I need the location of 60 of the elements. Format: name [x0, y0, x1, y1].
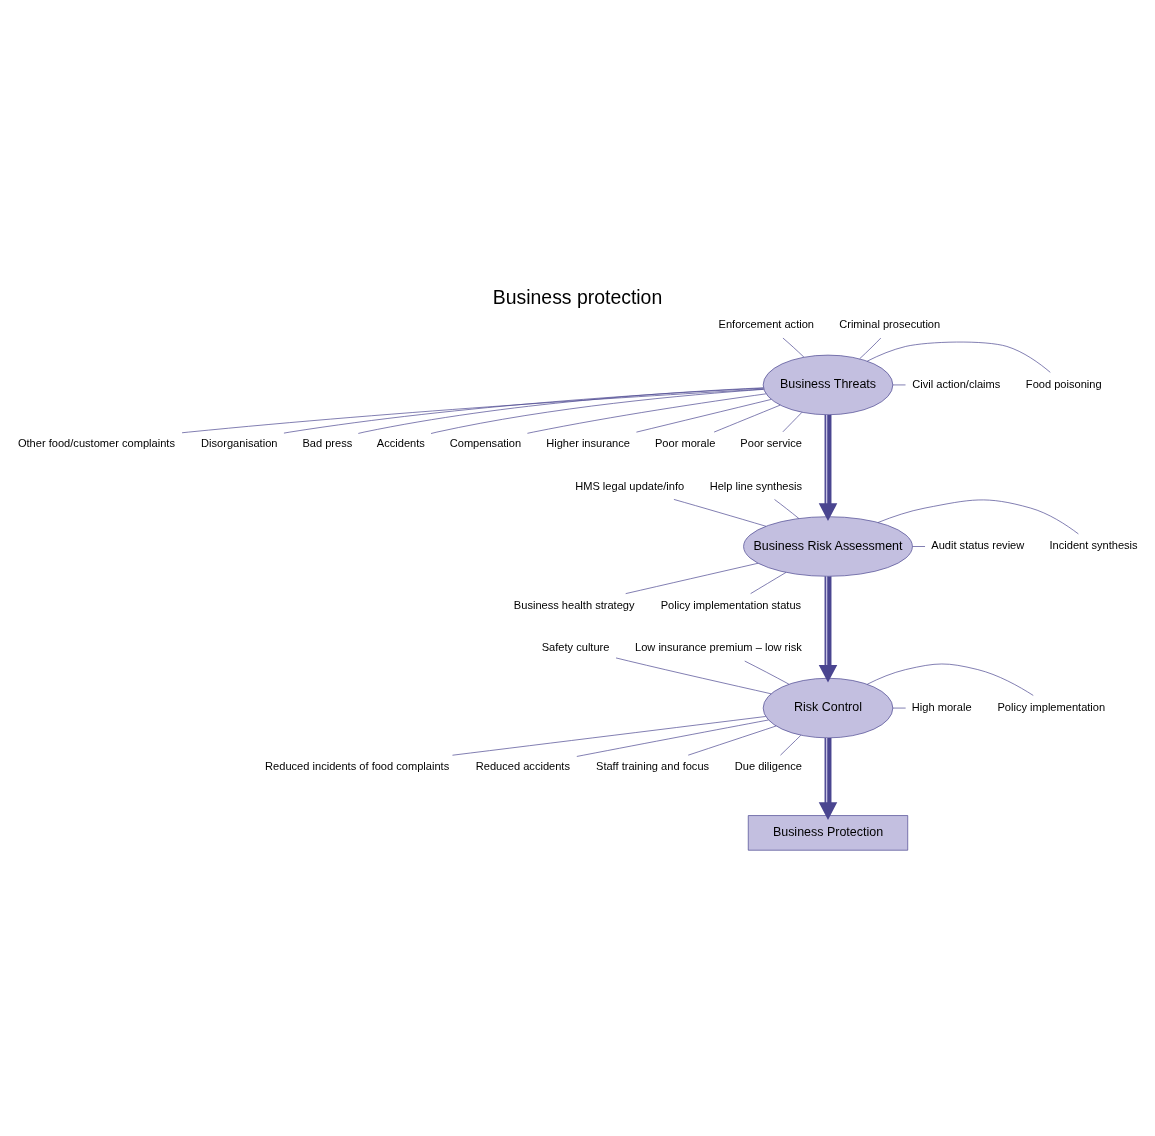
connector — [866, 663, 1034, 696]
node-text: Staff training and focus — [596, 760, 710, 773]
connector — [673, 499, 767, 527]
node-text: Disorganisation — [201, 437, 278, 450]
connector — [750, 572, 787, 594]
connector — [859, 337, 882, 360]
node-text: Safety culture — [541, 641, 610, 654]
node-text: Compensation — [449, 437, 522, 450]
node-ellipse: Business Risk Assessment — [743, 516, 913, 577]
connector — [877, 499, 1079, 535]
connector — [866, 341, 1051, 373]
connector — [912, 546, 926, 547]
connector — [892, 384, 906, 386]
connector — [713, 404, 781, 433]
node-text: Bad press — [302, 437, 353, 450]
connector — [782, 412, 803, 433]
connector — [181, 388, 765, 434]
connector — [774, 499, 800, 519]
node-text: Policy implementation — [997, 700, 1106, 713]
node-text: High morale — [911, 700, 972, 713]
connector — [527, 393, 767, 434]
node-text: Low insurance premium – low risk — [635, 641, 802, 654]
node-text: HMS legal update/info — [575, 479, 685, 492]
connector — [615, 657, 772, 695]
arrow — [818, 414, 838, 522]
node-text: Policy implementation status — [660, 598, 802, 611]
node-text: Help line synthesis — [709, 479, 803, 492]
node-box: Business Protection — [747, 815, 909, 851]
node-text: Enforcement action — [718, 317, 815, 330]
node-ellipse: Risk Control — [762, 677, 894, 739]
connector — [452, 716, 767, 756]
connector — [636, 399, 772, 433]
node-text: Food poisoning — [1025, 377, 1102, 390]
connector — [625, 562, 759, 594]
connector — [430, 389, 765, 434]
connector — [782, 337, 805, 358]
node-text: Incident synthesis — [1049, 539, 1138, 552]
connector — [687, 725, 777, 756]
arrow — [818, 738, 838, 820]
node-text: Civil action/claims — [912, 377, 1001, 390]
node-text: Audit status review — [931, 539, 1025, 552]
node-text: Poor morale — [654, 437, 716, 450]
node-text: Due diligence — [734, 760, 802, 773]
connector — [892, 707, 906, 709]
connector — [780, 735, 802, 756]
node-text: Criminal prosecution — [839, 317, 941, 330]
connector — [357, 387, 764, 434]
connector — [283, 387, 764, 434]
node-text: Accidents — [376, 437, 425, 450]
arrow — [818, 576, 838, 683]
node-text: Business health strategy — [513, 598, 635, 611]
node-ellipse: Business Threats — [762, 354, 894, 416]
node-text: Poor service — [740, 437, 802, 450]
node-text: Other food/customer complaints — [17, 437, 175, 450]
connector — [576, 719, 769, 757]
node-text: Reduced incidents of food complaints — [265, 760, 450, 773]
node-text: Higher insurance — [546, 437, 630, 450]
diagram-title: Business protection — [492, 286, 663, 309]
node-text: Reduced accidents — [475, 760, 571, 773]
connector — [744, 660, 790, 685]
